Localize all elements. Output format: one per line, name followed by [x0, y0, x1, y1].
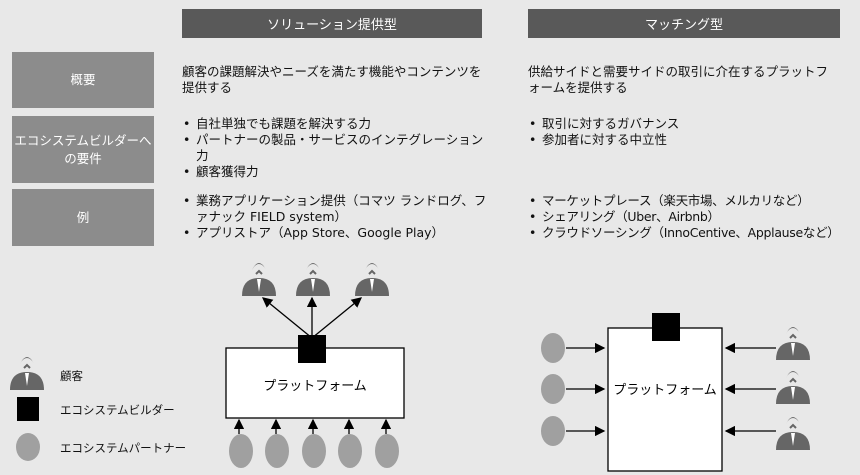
overview-solution: 顧客の課題解決やニーズを満たす機能やコンテンツを提供する — [182, 64, 482, 95]
requirements-matching: 取引に対するガバナンス 参加者に対する中立性 — [528, 116, 838, 148]
list-item: 自社単独でも課題を解決する力 — [182, 116, 492, 132]
arrows-to-customers — [261, 296, 363, 339]
platform-label-right: プラットフォーム — [613, 383, 717, 398]
list-item: パートナーの製品・サービスのインテグレーション力 — [182, 132, 492, 164]
customer-icon — [241, 262, 277, 297]
customer-icons-left — [241, 262, 390, 297]
overview-matching: 供給サイドと需要サイドの取引に介在するプラットフォームを提供する — [528, 64, 829, 95]
platform-label-left: プラットフォーム — [263, 379, 367, 394]
legend-partner-icon — [16, 433, 40, 461]
legend-customer-icon — [9, 356, 45, 391]
partners-left — [229, 434, 399, 468]
customer-icon — [354, 262, 390, 297]
list-item: 参加者に対する中立性 — [528, 132, 838, 148]
legend-builder-icon — [17, 397, 39, 421]
list-item: 取引に対するガバナンス — [528, 116, 838, 132]
legend-builder-label: エコシステムビルダー — [60, 403, 175, 417]
list-item: シェアリング（Uber、Airbnb） — [528, 209, 848, 225]
list-item: マーケットプレース（楽天市場、メルカリなど） — [528, 193, 848, 209]
legend-customer-label: 顧客 — [60, 369, 83, 383]
legend-partner-label: エコシステムパートナー — [60, 441, 187, 455]
list-item: 業務アプリケーション提供（コマツ ランドログ、ファナック FIELD syste… — [182, 193, 492, 225]
examples-solution: 業務アプリケーション提供（コマツ ランドログ、ファナック FIELD syste… — [182, 193, 492, 241]
customer-icons-right — [775, 326, 811, 451]
requirements-solution: 自社単独でも課題を解決する力 パートナーの製品・サービスのインテグレーション力 … — [182, 116, 492, 180]
list-item: 顧客獲得力 — [182, 164, 492, 180]
builder-square-right — [652, 313, 680, 341]
builder-square-left — [298, 335, 326, 363]
row-label-overview: 概要 — [12, 52, 154, 108]
list-item: アプリストア（App Store、Google Play） — [182, 225, 492, 241]
column-header-matching: マッチング型 — [528, 9, 840, 38]
row-label-requirements: エコシステムビルダーへの要件 — [12, 116, 154, 183]
customer-icon — [295, 262, 331, 297]
partners-right — [541, 333, 565, 446]
platform-box-right — [607, 327, 723, 472]
row-label-examples: 例 — [12, 189, 154, 246]
examples-matching: マーケットプレース（楽天市場、メルカリなど） シェアリング（Uber、Airbn… — [528, 193, 848, 241]
list-item: クラウドソーシング（InnoCentive、Applauseなど） — [528, 225, 848, 241]
column-header-solution: ソリューション提供型 — [182, 9, 482, 38]
